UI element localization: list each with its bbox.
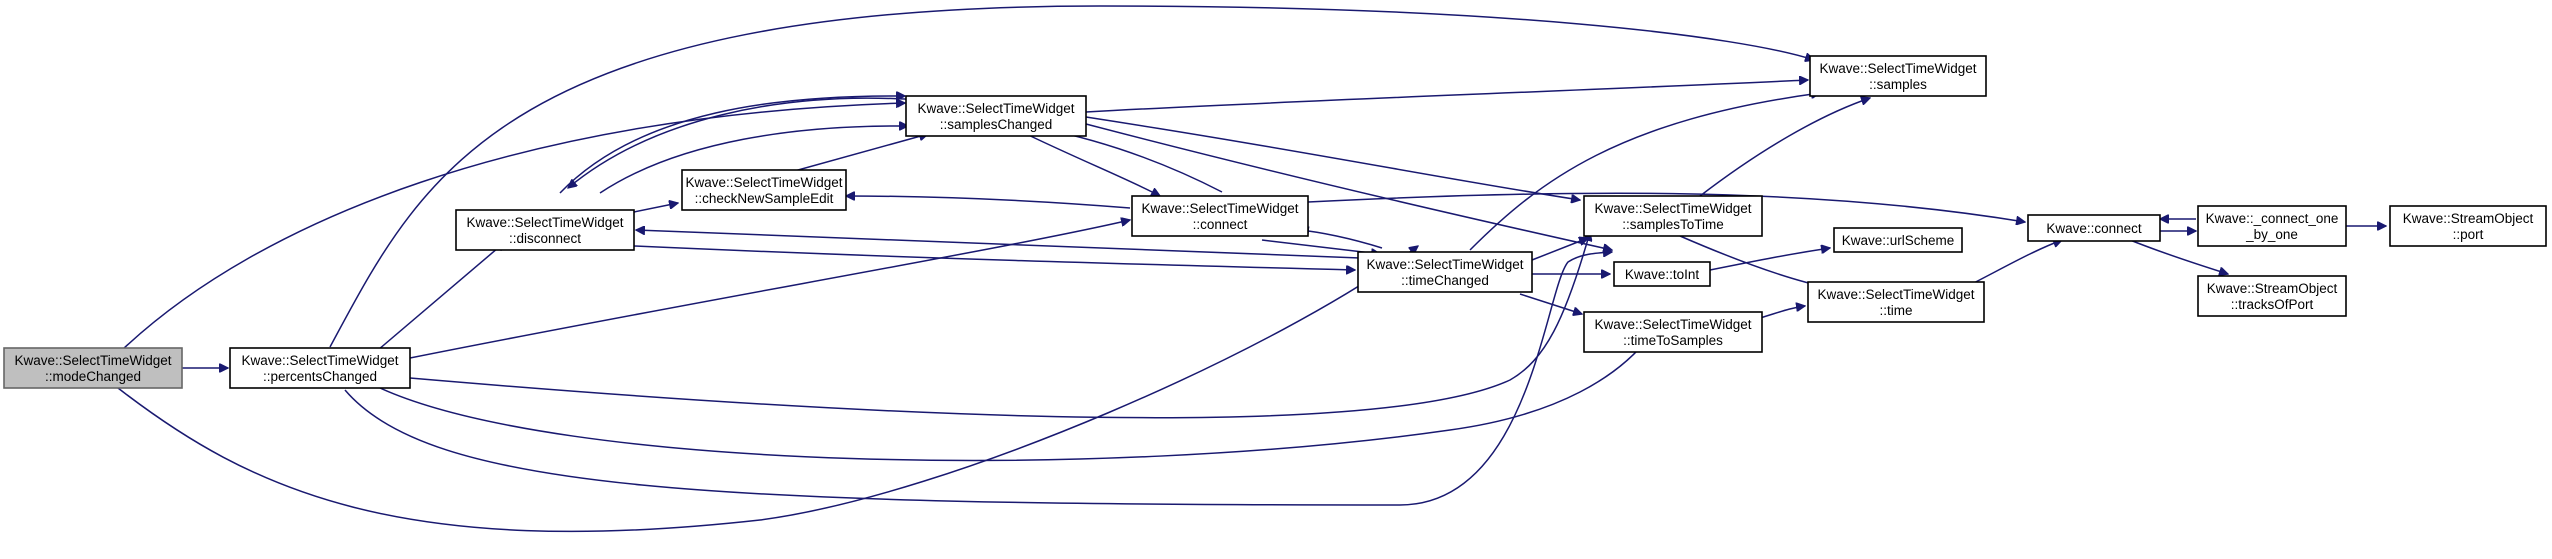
node-connectOne[interactable]: Kwave::_connect_one_by_one (2197, 205, 2347, 247)
edge-percentsChanged-toInt (344, 252, 1612, 506)
node-label-line: ::samples (1869, 77, 1927, 92)
edge-percentsChanged-timeToSamples (379, 336, 1650, 462)
node-samplesToTime[interactable]: Kwave::SelectTimeWidget::samplesToTime (1583, 195, 1763, 237)
node-timeToSamples[interactable]: Kwave::SelectTimeWidget::timeToSamples (1583, 311, 1763, 353)
edge-percentsChanged-disconnect (377, 242, 505, 351)
node-percentsChanged[interactable]: Kwave::SelectTimeWidget::percentsChanged (229, 347, 411, 389)
node-box (1613, 261, 1711, 287)
node-box (1833, 227, 1963, 253)
node-label-line: ::modeChanged (45, 369, 141, 384)
edge-samplesChanged-connect (1019, 130, 1160, 196)
node-label-line: ::time (1879, 303, 1912, 318)
edge-disconnect-samplesChanged-b (599, 126, 908, 194)
node-box (1357, 251, 1533, 293)
edge-modeChanged-samplesChanged (121, 103, 905, 351)
node-connectW[interactable]: Kwave::SelectTimeWidget::connect (1131, 195, 1309, 237)
edge-samplesChanged-samplesToTime (1085, 116, 1580, 200)
node-box (905, 95, 1087, 137)
node-urlScheme[interactable]: Kwave::urlScheme (1833, 227, 1963, 253)
node-label-line: Kwave::StreamObject (2403, 211, 2534, 226)
node-label-line: Kwave::toInt (1625, 267, 1700, 282)
node-toInt[interactable]: Kwave::toInt (1613, 261, 1711, 287)
edge-checkNewSampleEdit-samplesChanged (779, 134, 928, 176)
node-box (681, 169, 847, 211)
edge-timeChanged-timeToSamples (1519, 293, 1582, 314)
node-box (1807, 281, 1985, 323)
node-time[interactable]: Kwave::SelectTimeWidget::time (1807, 281, 1985, 323)
node-label-line: ::percentsChanged (263, 369, 377, 384)
node-label-line: Kwave::SelectTimeWidget (14, 353, 171, 368)
node-label-line: Kwave::_connect_one (2206, 211, 2339, 226)
node-checkNewSampleEdit[interactable]: Kwave::SelectTimeWidget::checkNewSampleE… (681, 169, 847, 211)
edge-toInt-urlScheme (1709, 248, 1830, 271)
edge-percentsChanged-samples (329, 5, 1814, 348)
node-box (3, 347, 183, 389)
node-label-line: ::connect (1193, 217, 1248, 232)
node-label-line: Kwave::SelectTimeWidget (1819, 61, 1976, 76)
node-disconnect[interactable]: Kwave::SelectTimeWidget::disconnect (455, 209, 635, 251)
edge-connect-checkNewSampleEdit (846, 196, 1131, 209)
node-box (1583, 195, 1763, 237)
edge-samplesChanged-samples (1085, 80, 1808, 113)
node-box (2389, 205, 2547, 247)
node-box (1809, 55, 1987, 97)
node-label-line: ::disconnect (509, 231, 581, 246)
edge-timeChanged-samples (1469, 93, 1820, 251)
edge-timeChanged-samplesToTime (1531, 238, 1588, 261)
node-label-line: _by_one (2245, 227, 2298, 242)
node-label-line: ::timeChanged (1401, 273, 1489, 288)
edge-percentsChanged-samplesToTime (409, 232, 1590, 419)
node-label-line: ::checkNewSampleEdit (695, 191, 834, 206)
node-label-line: Kwave::SelectTimeWidget (685, 175, 842, 190)
node-samplesChanged[interactable]: Kwave::SelectTimeWidget::samplesChanged (905, 95, 1087, 137)
node-label-line: Kwave::SelectTimeWidget (1817, 287, 1974, 302)
node-label-line: Kwave::connect (2046, 221, 2142, 236)
node-box (455, 209, 635, 251)
edge-samplesToTime-samples (1699, 98, 1870, 197)
edge-disconnect-samplesChanged-a (559, 96, 905, 194)
edge-connect-disconnect (636, 230, 1361, 259)
node-label-line: ::samplesToTime (1622, 217, 1724, 232)
node-label-line: Kwave::SelectTimeWidget (1594, 201, 1751, 216)
node-label-line: Kwave::StreamObject (2207, 281, 2338, 296)
node-label-line: Kwave::SelectTimeWidget (1141, 201, 1298, 216)
nodes: Kwave::SelectTimeWidget::modeChangedKwav… (3, 55, 2547, 389)
edge-timeToSamples-time (1759, 306, 1805, 319)
edge-percentsChanged-connect (409, 220, 1130, 359)
node-label-line: Kwave::SelectTimeWidget (1366, 257, 1523, 272)
node-tracksOfPort[interactable]: Kwave::StreamObject::tracksOfPort (2197, 275, 2347, 317)
node-kconnect[interactable]: Kwave::connect (2027, 214, 2161, 242)
node-box (2197, 275, 2347, 317)
node-timeChanged[interactable]: Kwave::SelectTimeWidget::timeChanged (1357, 251, 1533, 293)
edges (117, 5, 2386, 533)
node-samples[interactable]: Kwave::SelectTimeWidget::samples (1809, 55, 1987, 97)
edge-disconnect-checkNewSampleEdit (633, 203, 678, 213)
node-label-line: ::port (2453, 227, 2484, 242)
node-label-line: ::tracksOfPort (2231, 297, 2314, 312)
node-label-line: Kwave::SelectTimeWidget (1594, 317, 1751, 332)
edge-modeChanged-timeChanged (117, 246, 1418, 533)
edge-samplesChanged-disconnect (568, 97, 921, 188)
node-port[interactable]: Kwave::StreamObject::port (2389, 205, 2547, 247)
node-label-line: Kwave::SelectTimeWidget (917, 101, 1074, 116)
node-label-line: ::samplesChanged (940, 117, 1053, 132)
edge-kconnect-tracksOfPort (2129, 239, 2228, 274)
node-box (1583, 311, 1763, 353)
edge-disconnect-timeChanged (633, 245, 1355, 270)
node-box (2027, 214, 2161, 242)
node-box (1131, 195, 1309, 237)
node-box (229, 347, 411, 389)
node-box (2197, 205, 2347, 247)
edge-connect-kconnect (1307, 192, 2025, 222)
node-modeChanged[interactable]: Kwave::SelectTimeWidget::modeChanged (3, 347, 183, 389)
node-label-line: Kwave::SelectTimeWidget (241, 353, 398, 368)
node-label-line: ::timeToSamples (1623, 333, 1723, 348)
node-label-line: Kwave::urlScheme (1842, 233, 1955, 248)
node-label-line: Kwave::SelectTimeWidget (466, 215, 623, 230)
